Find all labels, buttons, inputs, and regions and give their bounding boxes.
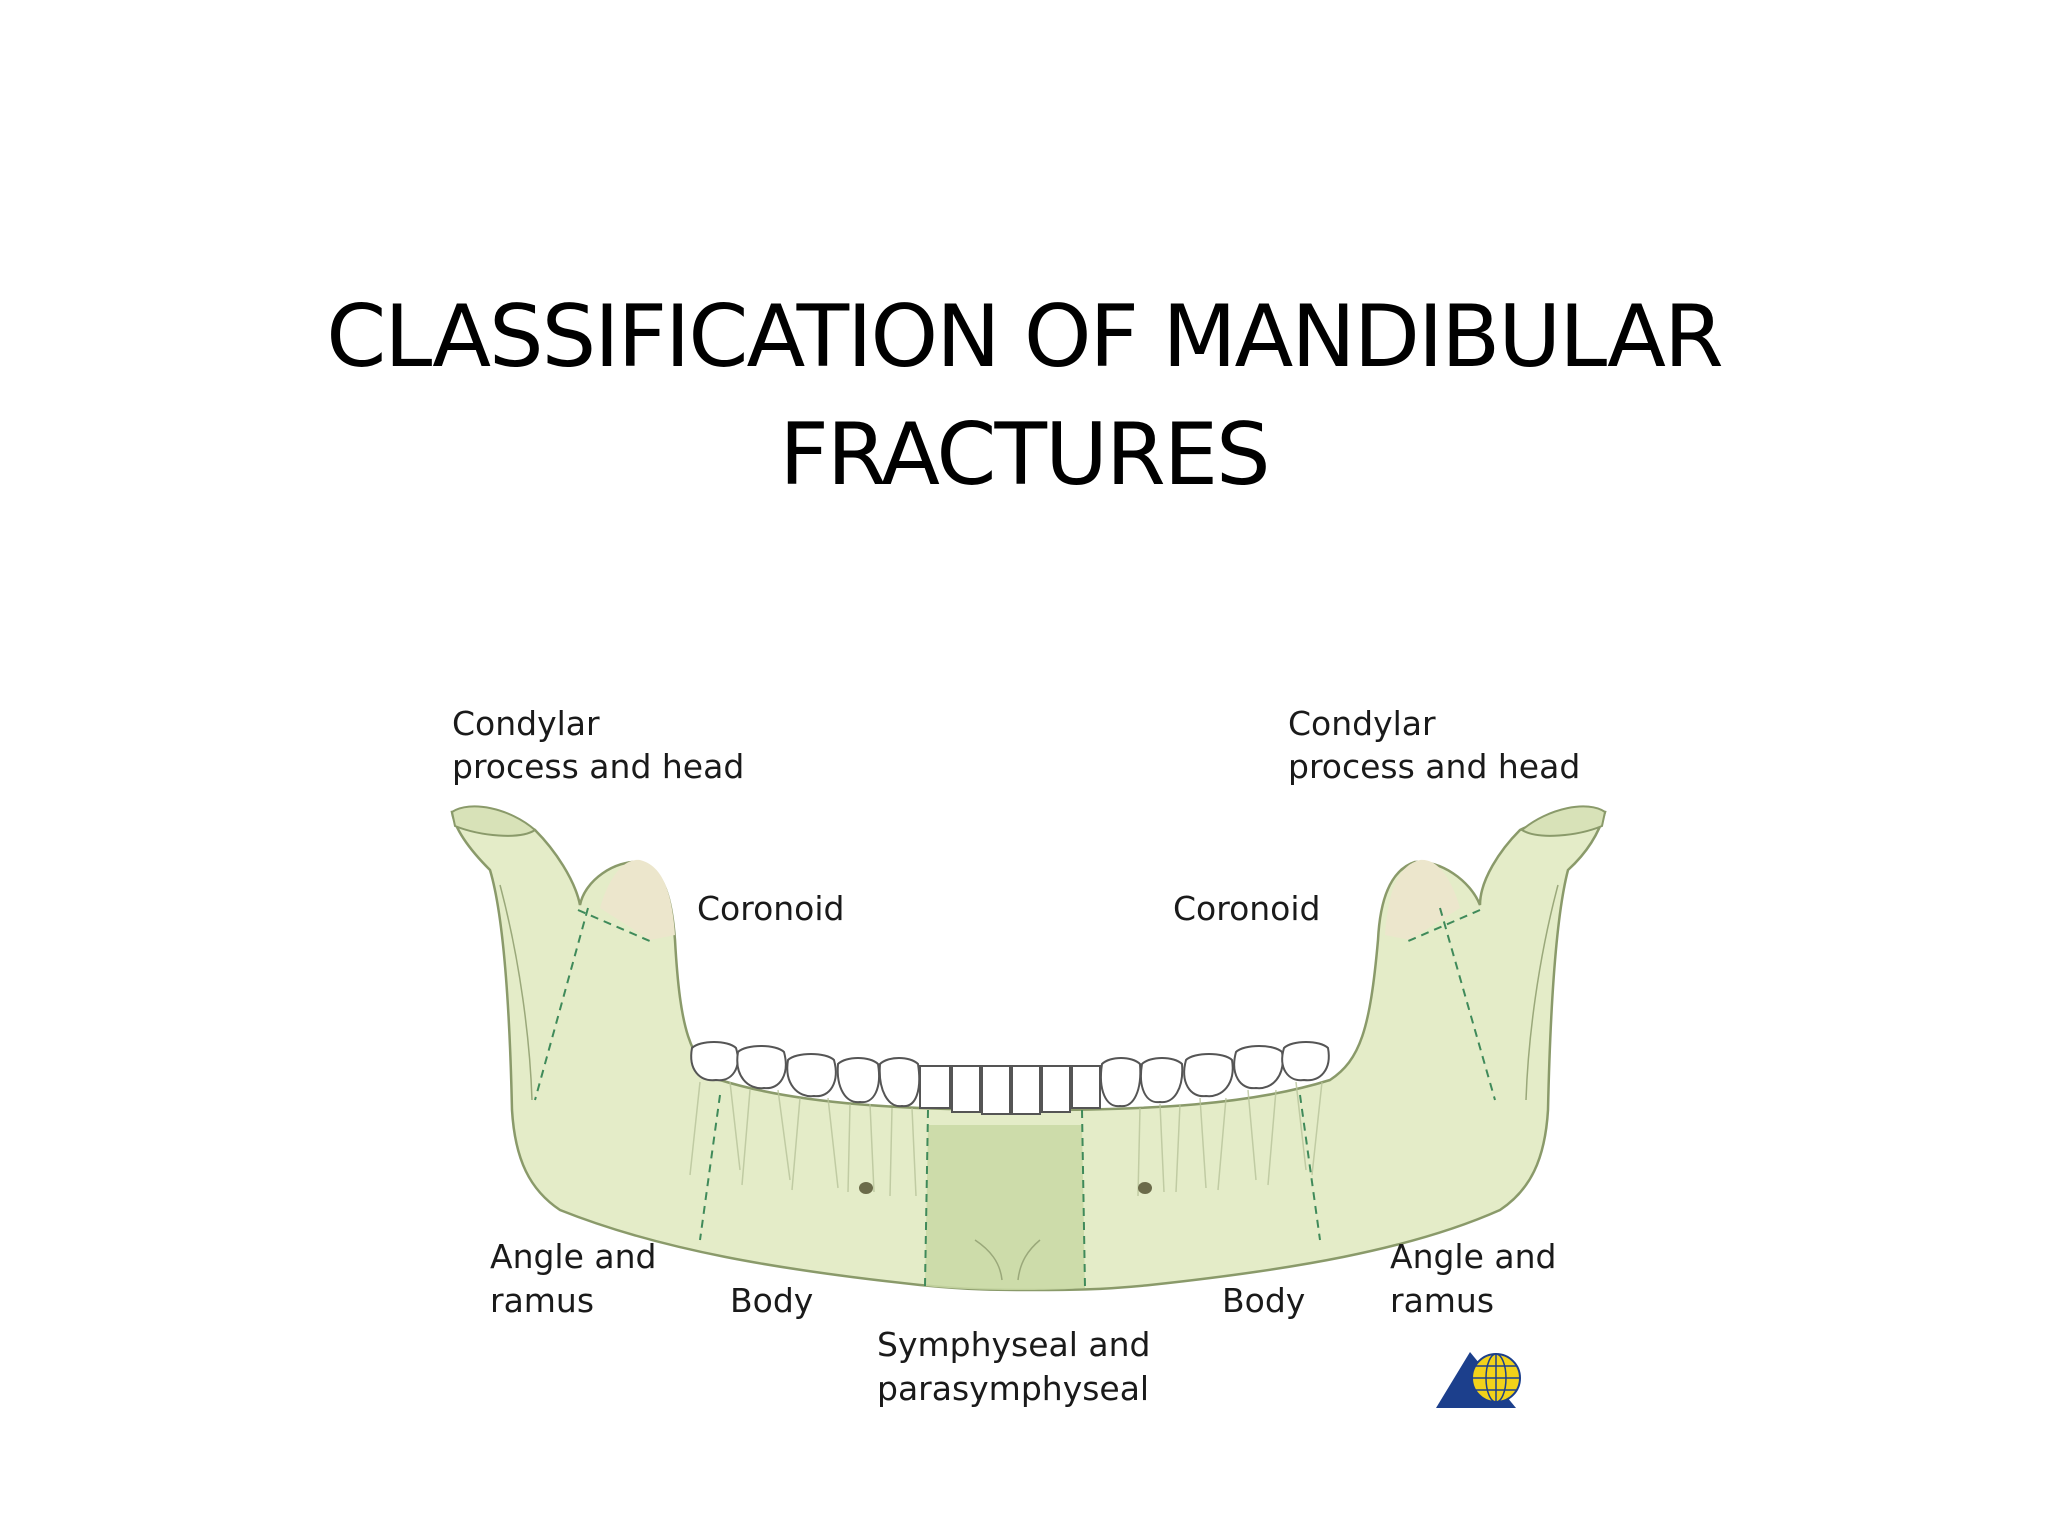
- condylar-head-left: [450, 805, 537, 837]
- tooth: [1100, 1057, 1142, 1108]
- fracture-line-coronoid-left: [534, 907, 589, 1101]
- label-body-left: Body: [730, 1281, 813, 1320]
- ao-logo: [1436, 1352, 1521, 1408]
- tooth: [1011, 1065, 1041, 1115]
- tooth: [1140, 1057, 1184, 1104]
- tooth: [1071, 1065, 1101, 1109]
- fracture-line-angle-left: [699, 1094, 721, 1241]
- label-symphyseal-1: Symphyseal and: [877, 1325, 1150, 1364]
- slide-title: CLASSIFICATION OF MANDIBULAR FRACTURES: [0, 278, 2048, 514]
- ramus-inner-contour-left: [499, 884, 533, 1101]
- ramus-inner-contour-right: [1525, 884, 1559, 1101]
- coronoid-region-right: [1385, 859, 1460, 940]
- tooth: [1041, 1065, 1071, 1113]
- tooth: [836, 1057, 880, 1104]
- label-coronoid-left: Coronoid: [697, 889, 845, 928]
- label-angle-left-2: ramus: [490, 1281, 594, 1320]
- condylar-head-right: [1520, 805, 1607, 837]
- label-symphyseal-2: parasymphyseal: [877, 1369, 1149, 1408]
- mental-foramen-right: [1138, 1182, 1152, 1194]
- label-body-right: Body: [1222, 1281, 1305, 1320]
- tooth: [1233, 1045, 1284, 1090]
- tooth: [1281, 1041, 1330, 1082]
- fracture-lines: [534, 907, 1496, 1289]
- tooth: [1183, 1053, 1234, 1098]
- label-angle-left-1: Angle and: [490, 1237, 656, 1276]
- mental-foramen-left: [859, 1182, 873, 1194]
- label-condylar-left-2: process and head: [452, 747, 744, 786]
- title-line-1: CLASSIFICATION OF MANDIBULAR: [326, 287, 1723, 387]
- label-condylar-right-2: process and head: [1288, 747, 1580, 786]
- tooth-roots: [689, 1081, 1323, 1197]
- tooth: [786, 1053, 837, 1098]
- tooth: [736, 1045, 787, 1090]
- label-condylar-right-1: Condylar: [1288, 704, 1436, 743]
- tooth: [878, 1057, 921, 1108]
- tooth: [951, 1065, 981, 1113]
- coronoid-region-left: [600, 859, 675, 940]
- fracture-line-parasymph-right: [1081, 1109, 1086, 1289]
- fracture-line-parasymph-left: [924, 1109, 929, 1287]
- title-line-2: FRACTURES: [779, 405, 1270, 505]
- genial-contour: [974, 1239, 1041, 1281]
- tooth: [690, 1041, 739, 1082]
- label-angle-right-2: ramus: [1390, 1281, 1494, 1320]
- symphysis-region: [925, 1125, 1085, 1291]
- label-condylar-left-1: Condylar: [452, 704, 600, 743]
- tooth: [919, 1065, 951, 1109]
- label-angle-right-1: Angle and: [1390, 1237, 1556, 1276]
- label-coronoid-right: Coronoid: [1173, 889, 1321, 928]
- teeth: [690, 1041, 1330, 1115]
- fracture-line-coronoid-right: [1439, 907, 1496, 1101]
- fracture-line-angle-right: [1299, 1094, 1321, 1241]
- tooth: [981, 1065, 1011, 1115]
